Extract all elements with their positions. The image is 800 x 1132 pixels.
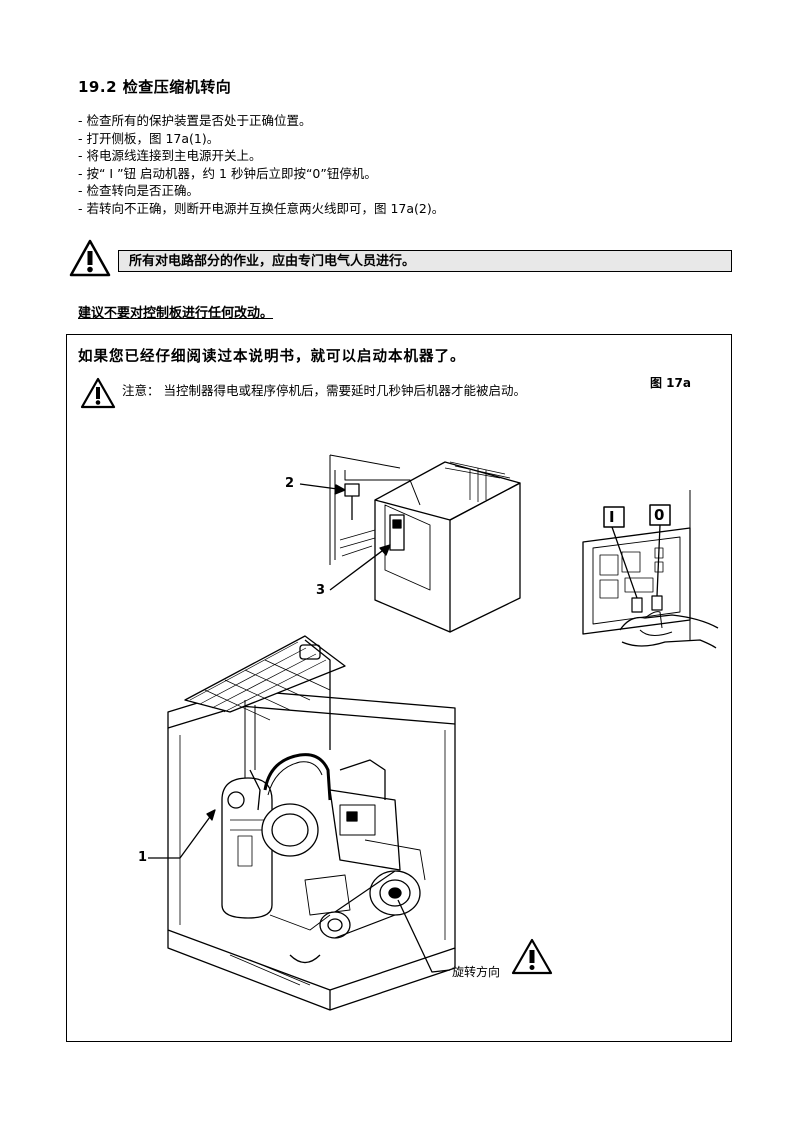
list-item: - 检查所有的保护装置是否处于正确位置。: [78, 113, 312, 128]
section-heading: 19.2 检查压缩机转向: [78, 78, 232, 96]
callout-1: 1: [138, 850, 148, 865]
rotation-warning-icon: [511, 938, 553, 975]
electrical-warning-box: 所有对电路部分的作业，应由专门电气人员进行。: [118, 250, 732, 272]
list-item: - 打开侧板，图 17a(1)。: [78, 130, 220, 146]
figure-note: 注意： 当控制器得电或程序停机后，需要延时几秒钟后机器才能被启动。: [122, 383, 526, 398]
figure-frame: [66, 334, 732, 1042]
figure-title: 如果您已经仔细阅读过本说明书，就可以启动本机器了。: [78, 349, 466, 365]
list-item: - 检查转向是否正确。: [78, 183, 199, 198]
compressor-body: [148, 635, 456, 1011]
stop-button-label: 0: [654, 506, 665, 524]
figure-label: 图 17a: [650, 376, 691, 390]
warning-icon: [69, 239, 111, 277]
advice-text: 建议不要对控制板进行任何改动。: [78, 306, 274, 321]
list-item: - 将电源线连接到主电源开关上。: [78, 148, 262, 163]
start-button-label: I: [609, 508, 615, 526]
control-panel-drawing: [582, 490, 719, 649]
warning-icon: [80, 377, 116, 409]
callout-2: 2: [285, 476, 295, 491]
list-item: - 若转向不正确，则断开电源并互换任意两火线即可，图 17a(2)。: [78, 200, 445, 216]
instruction-list: - 检查所有的保护装置是否处于正确位置。 - 打开侧板，图 17a(1)。 - …: [78, 112, 444, 217]
rotation-direction-label: 旋转方向: [452, 965, 501, 979]
callout-3: 3: [316, 583, 326, 598]
dryer-unit: [329, 454, 521, 633]
list-item: - 按“ I ”钮 启动机器，约 1 秒钟后立即按“0”钮停机。: [78, 165, 377, 181]
